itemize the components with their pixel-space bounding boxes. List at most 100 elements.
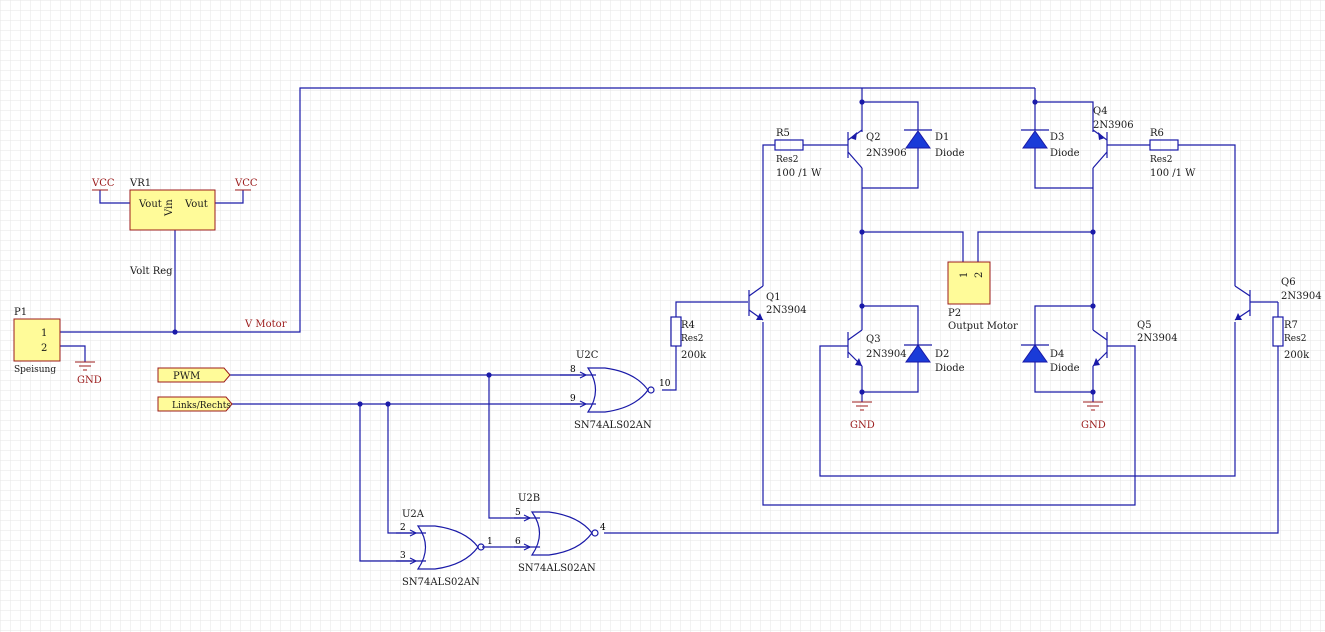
d2-ref: D2 <box>935 349 949 360</box>
wire-p2-pin2[interactable] <box>977 231 1093 262</box>
nor-gate-u2b[interactable]: U2B 5 6 4 SN74ALS02AN <box>514 493 606 574</box>
diode-d3[interactable]: D3 Diode <box>1021 129 1080 159</box>
q4-value: 2N3906 <box>1093 120 1134 131</box>
nor-gate-u2c[interactable]: U2C 8 9 10 SN74ALS02AN <box>560 350 671 431</box>
wire-vr1-vcc-left[interactable] <box>99 190 130 204</box>
wire-p1-gnd[interactable] <box>60 345 86 362</box>
p2-value: Output Motor <box>948 321 1018 332</box>
p2-pin2: 2 <box>974 272 985 278</box>
wire-d4-top[interactable] <box>1034 305 1093 345</box>
p1-pin2: 2 <box>41 343 47 354</box>
gnd-symbol <box>852 401 872 411</box>
transistor-q3[interactable]: Q3 2N3904 <box>847 329 907 367</box>
wire-d2-top[interactable] <box>862 305 919 345</box>
gnd-symbol <box>75 361 95 371</box>
wire-links-u2a-3[interactable] <box>359 404 412 562</box>
wire-d3-bottom[interactable] <box>1034 148 1093 189</box>
r4-value: 200k <box>681 350 707 361</box>
u2b-value: SN74ALS02AN <box>518 563 596 574</box>
u2c-value: SN74ALS02AN <box>574 420 652 431</box>
r7-ref: R7 <box>1284 320 1298 331</box>
resistor-r6[interactable]: R6 Res2 100 /1 W <box>1149 128 1196 179</box>
p2-ref: P2 <box>948 308 961 319</box>
u2a-value: SN74ALS02AN <box>402 577 480 588</box>
junction-dot <box>357 401 363 407</box>
junction-dot <box>1090 303 1096 309</box>
u2b-pin-a: 5 <box>515 508 521 518</box>
transistor-q4[interactable]: Q4 2N3906 <box>1092 106 1134 169</box>
q4-ref: Q4 <box>1093 106 1108 117</box>
vr1-pin-right: Vout <box>184 199 208 210</box>
gnd-symbol <box>1083 401 1103 411</box>
diode-d4[interactable]: D4 Diode <box>1021 344 1080 374</box>
wire-rail-d1[interactable] <box>862 101 919 130</box>
resistor-r4[interactable]: R4 Res2 200k <box>670 316 707 361</box>
d3-ref: D3 <box>1050 132 1064 143</box>
transistor-q5[interactable]: Q5 2N3904 <box>1092 320 1178 367</box>
r7-type: Res2 <box>1284 334 1306 344</box>
connector-p1[interactable]: P1 1 2 Speisung GND <box>13 307 102 386</box>
r6-type: Res2 <box>1150 155 1172 165</box>
junction-dot <box>1032 99 1038 105</box>
d3-value: Diode <box>1050 148 1080 159</box>
junction-dot <box>859 389 865 395</box>
junctions <box>172 99 1096 407</box>
u2a-pin-out: 1 <box>487 537 493 547</box>
wire-u2b-r7[interactable] <box>604 346 1279 534</box>
r7-value: 200k <box>1284 350 1310 361</box>
wire-r4-q1[interactable] <box>675 301 748 317</box>
resistor-r5[interactable]: R5 Res2 100 /1 W <box>774 128 822 179</box>
p2-pin1: 1 <box>959 272 970 278</box>
gnd-q3: GND <box>850 401 875 431</box>
d1-ref: D1 <box>935 132 949 143</box>
wire-q6-q3[interactable] <box>819 322 1236 477</box>
transistor-q1[interactable]: Q1 2N3904 <box>748 285 807 321</box>
r5-type: Res2 <box>776 155 798 165</box>
u2a-pin-a: 2 <box>400 523 406 533</box>
wire-vr1-vcc-right[interactable] <box>215 190 244 204</box>
wire-vmotor-rail[interactable] <box>60 87 1035 333</box>
wire-q1-q5[interactable] <box>762 322 1136 506</box>
voltage-regulator-vr1[interactable]: VR1 Vout Vout Vin Volt Reg VCC VCC <box>91 178 258 277</box>
q2-value: 2N3906 <box>866 148 907 159</box>
wire-p2-pin1[interactable] <box>862 231 964 262</box>
wire-u2c-r4[interactable] <box>662 346 677 391</box>
diode-d2[interactable]: D2 Diode <box>904 344 965 374</box>
gnd-q5: GND <box>1081 401 1106 431</box>
port-links-label: Links/Rechts <box>172 401 231 411</box>
q5-value: 2N3904 <box>1137 333 1178 344</box>
u2b-ref: U2B <box>518 493 540 504</box>
port-links-rechts[interactable]: Links/Rechts <box>157 396 233 412</box>
q1-ref: Q1 <box>766 292 781 303</box>
r5-value: 100 /1 W <box>776 168 822 179</box>
vcc-left-label: VCC <box>91 178 115 189</box>
wire-d1-bottom[interactable] <box>862 148 919 189</box>
diode-d1[interactable]: D1 Diode <box>904 129 965 159</box>
q3-value: 2N3904 <box>866 349 907 360</box>
q6-ref: Q6 <box>1281 277 1296 288</box>
u2a-pin-b: 3 <box>400 551 406 561</box>
junction-dot <box>859 303 865 309</box>
wire-d2-bottom[interactable] <box>862 362 919 393</box>
transistor-q2[interactable]: Q2 2N3906 <box>847 129 907 169</box>
q1-value: 2N3904 <box>766 305 807 316</box>
transistor-q6[interactable]: Q6 2N3904 <box>1234 277 1322 321</box>
wire-r6-q6[interactable] <box>1178 144 1236 286</box>
r6-ref: R6 <box>1150 128 1164 139</box>
wire-q1-r5[interactable] <box>762 144 775 286</box>
port-pwm[interactable]: PWM <box>157 367 231 383</box>
wire-d4-bottom[interactable] <box>1034 362 1093 393</box>
net-label-vmotor: V Motor <box>244 319 287 330</box>
u2c-pin-out: 10 <box>659 379 671 389</box>
u2b-pin-out: 4 <box>600 523 606 533</box>
vr1-pin-left: Vout <box>138 199 162 210</box>
connector-p2[interactable]: 1 2 P2 Output Motor <box>947 261 1018 332</box>
d1-value: Diode <box>935 148 965 159</box>
wire-rail-q4[interactable] <box>1035 101 1094 132</box>
nor-gate-u2a[interactable]: U2A 2 3 1 SN74ALS02AN <box>396 509 493 588</box>
q6-value: 2N3904 <box>1281 291 1322 302</box>
vcc-right-label: VCC <box>234 178 258 189</box>
resistor-r7[interactable]: R7 Res2 200k <box>1272 316 1310 361</box>
p1-ref: P1 <box>14 307 27 318</box>
